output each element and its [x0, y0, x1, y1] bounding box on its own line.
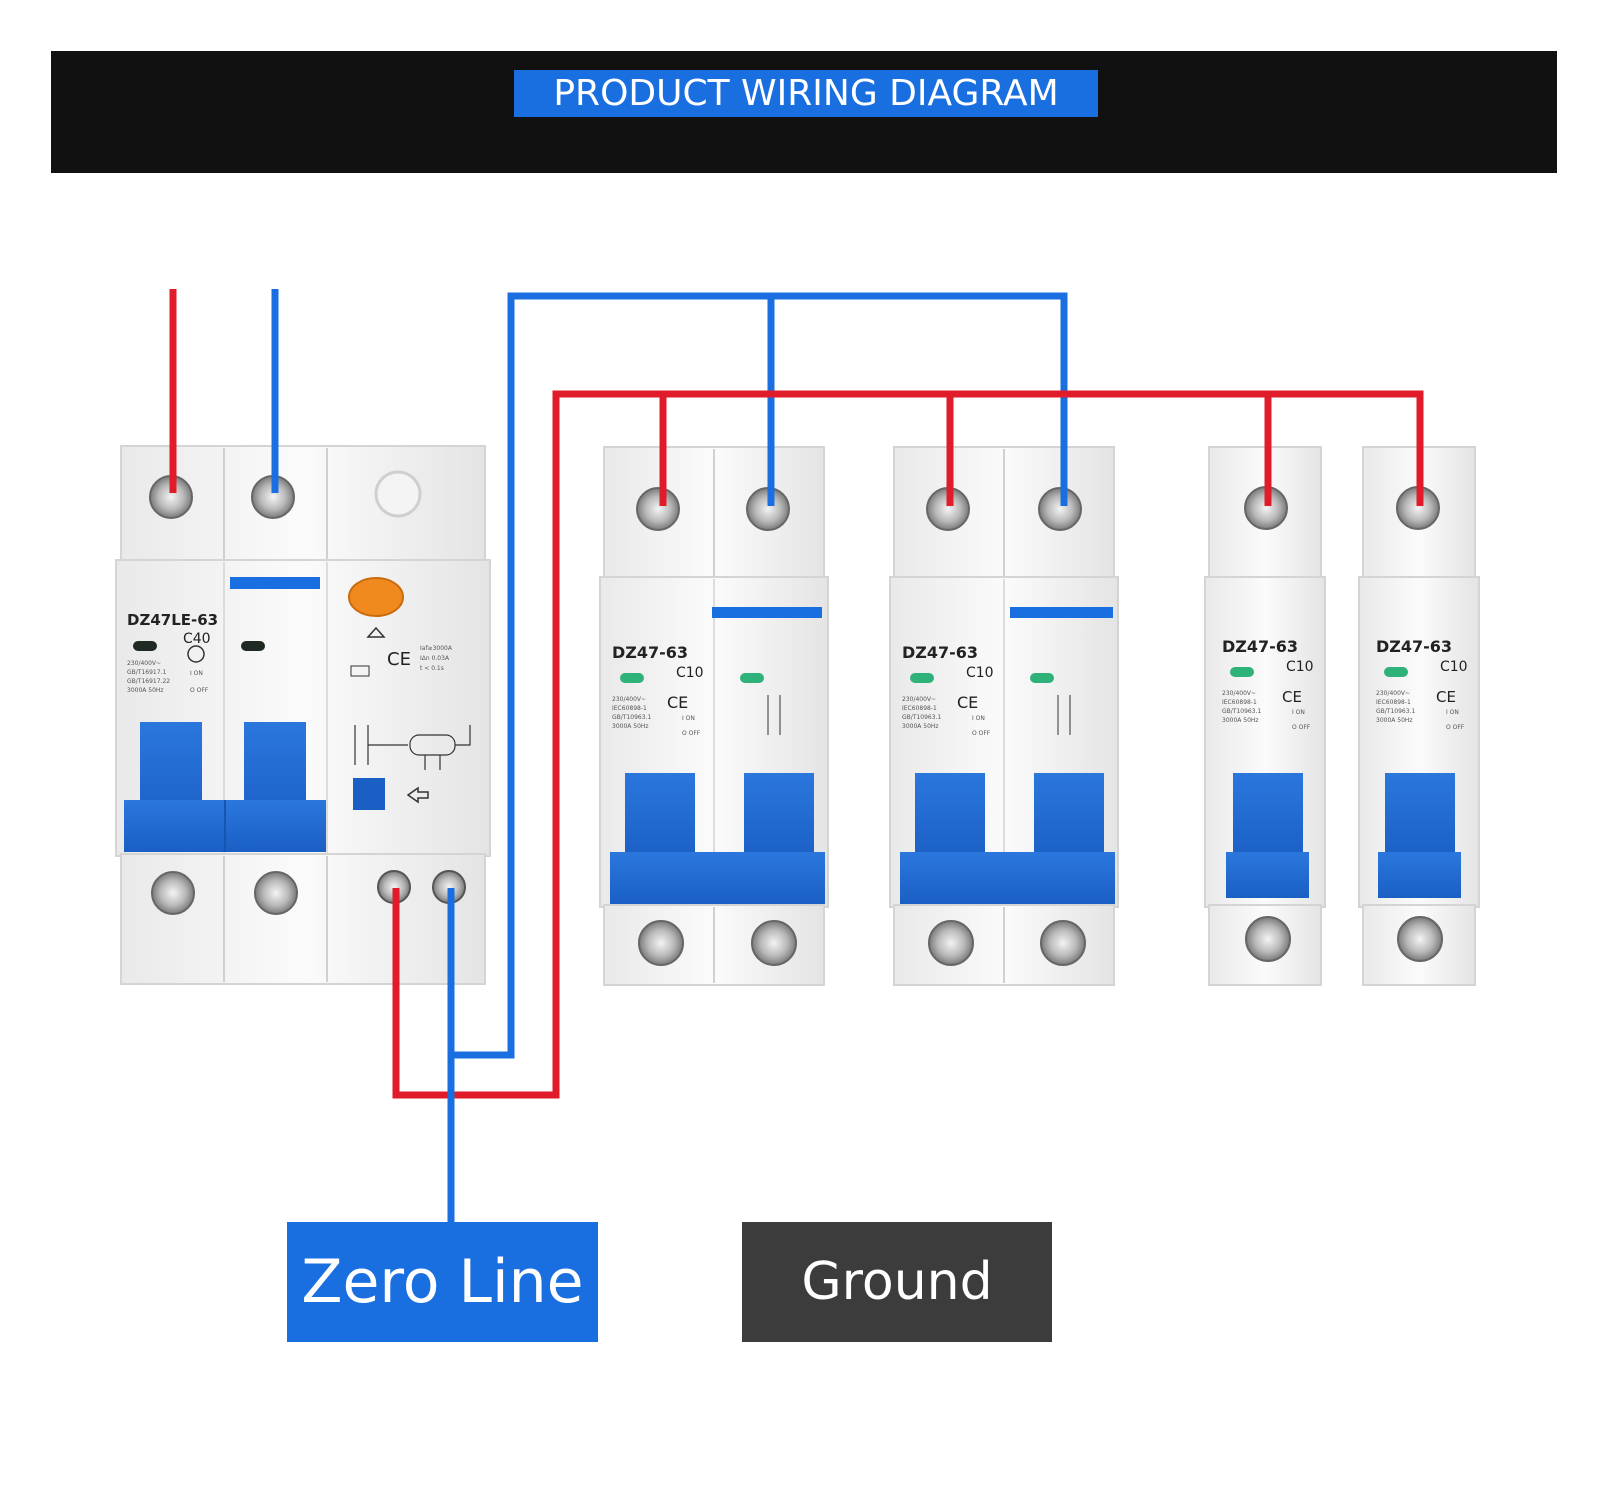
breaker-1-model: DZ47-63	[612, 643, 688, 662]
screw-icon	[1397, 916, 1443, 962]
rcbo-fault-spec-3: t < 0.1s	[420, 665, 444, 672]
svg-text:3000A 50Hz: 3000A 50Hz	[1376, 717, 1413, 724]
rcbo-breaker: DZ47LE-63 C40 230/400V~ GB/T16917.1 GB/T…	[115, 445, 491, 985]
breaker-2-model: DZ47-63	[902, 643, 978, 662]
rcbo-fault-spec-1: Iaf≥3000A	[420, 645, 453, 652]
indicator-icon	[620, 673, 644, 683]
svg-text:O OFF: O OFF	[972, 730, 991, 737]
test-window-icon	[374, 470, 422, 518]
wires	[169, 289, 1424, 1222]
breaker-2-lever[interactable]	[1034, 773, 1104, 861]
screw-icon	[638, 920, 684, 966]
breaker-1-lever[interactable]	[625, 773, 695, 861]
page-title: PRODUCT WIRING DIAGRAM	[514, 70, 1098, 117]
breaker-2-lever[interactable]	[915, 773, 985, 861]
svg-text:GB/T10963.1: GB/T10963.1	[612, 714, 651, 721]
breaker-3-rating: C10	[1286, 659, 1314, 675]
indicator-icon	[133, 641, 157, 651]
svg-text:GB/T10963.1: GB/T10963.1	[1376, 708, 1415, 715]
svg-text:GB/T10963.1: GB/T10963.1	[902, 714, 941, 721]
svg-text:I ON: I ON	[972, 715, 985, 722]
svg-text:IEC60898-1: IEC60898-1	[902, 705, 937, 712]
breaker-4-model: DZ47-63	[1376, 637, 1452, 656]
breaker-3-lever-bar[interactable]	[1226, 852, 1309, 898]
circuit-schematic-icon	[354, 725, 471, 770]
breaker-2-lever-bar[interactable]	[900, 852, 1115, 904]
breaker-1-lever[interactable]	[744, 773, 814, 861]
breaker-2-rating: C10	[966, 665, 994, 681]
reset-button[interactable]	[353, 778, 385, 810]
svg-text:IEC60898-1: IEC60898-1	[1376, 699, 1411, 706]
screw-icon	[636, 487, 680, 531]
svg-text:IEC60898-1: IEC60898-1	[1222, 699, 1257, 706]
rcbo-spec-4: 3000A 50Hz	[127, 687, 164, 694]
screw-icon	[151, 871, 195, 915]
neutral-bus-wire	[447, 292, 1068, 1059]
rcbo-blue-strip	[230, 577, 320, 589]
svg-text:I ON: I ON	[1446, 709, 1459, 716]
breaker-2: DZ47-63 C10 CE 230/400V~ IEC60898-1 GB/T…	[889, 446, 1119, 986]
indicator-icon	[740, 673, 764, 683]
rcbo-on-label: I ON	[190, 670, 203, 677]
breaker-1-rating: C10	[676, 665, 704, 681]
ce-mark-icon: CE	[957, 693, 978, 712]
indicator-icon	[1030, 673, 1054, 683]
screw-icon	[1038, 487, 1082, 531]
screw-icon	[1245, 916, 1291, 962]
breaker-4-rating: C10	[1440, 659, 1468, 675]
svg-text:IEC60898-1: IEC60898-1	[612, 705, 647, 712]
svg-text:3000A 50Hz: 3000A 50Hz	[902, 723, 939, 730]
ground-wire-label: Ground Wire	[742, 1222, 1052, 1432]
test-button[interactable]	[348, 577, 404, 617]
ce-mark-icon: CE	[1436, 688, 1456, 706]
svg-text:230/400V~: 230/400V~	[612, 696, 646, 703]
arrow-left-icon	[406, 786, 429, 804]
arrow-up-icon	[366, 626, 386, 638]
breaker-3: DZ47-63 C10 CE 230/400V~ IEC60898-1 GB/T…	[1204, 446, 1326, 986]
svg-text:230/400V~: 230/400V~	[1222, 690, 1256, 697]
breaker-1-lever-bar[interactable]	[610, 852, 825, 904]
zero-line-label: Zero Line	[287, 1222, 598, 1342]
screw-icon	[928, 920, 974, 966]
ce-mark-icon: CE	[667, 693, 688, 712]
svg-text:O OFF: O OFF	[682, 730, 701, 737]
breaker-4-lever-bar[interactable]	[1378, 852, 1461, 898]
live-bus-wire	[392, 390, 1424, 1099]
ccc-mark-icon	[187, 645, 205, 663]
svg-text:O OFF: O OFF	[1292, 724, 1311, 731]
rcbo-spec-2: GB/T16917.1	[127, 669, 166, 676]
indicator-icon	[910, 673, 934, 683]
indicator-icon	[241, 641, 265, 651]
breaker-3-lever[interactable]	[1233, 773, 1303, 861]
svg-text:I ON: I ON	[1292, 709, 1305, 716]
svg-text:3000A 50Hz: 3000A 50Hz	[1222, 717, 1259, 724]
ac-symbol-icon	[350, 665, 370, 677]
rcbo-fault-spec-2: IΔn 0.03A	[420, 655, 450, 662]
breaker-1: DZ47-63 C10 CE 230/400V~ IEC60898-1 GB/T…	[599, 446, 829, 986]
screw-icon	[254, 871, 298, 915]
rcbo-rating: C40	[183, 631, 211, 647]
indicator-icon	[1230, 667, 1254, 677]
screw-icon	[751, 920, 797, 966]
rcbo-model: DZ47LE-63	[127, 611, 218, 629]
svg-text:230/400V~: 230/400V~	[902, 696, 936, 703]
rcbo-spec-1: 230/400V~	[127, 660, 161, 667]
svg-text:3000A 50Hz: 3000A 50Hz	[612, 723, 649, 730]
breaker-4-lever[interactable]	[1385, 773, 1455, 861]
ce-mark-icon: CE	[387, 649, 411, 670]
svg-text:230/400V~: 230/400V~	[1376, 690, 1410, 697]
ce-mark-icon: CE	[1282, 688, 1302, 706]
schematic-icon	[767, 695, 781, 735]
schematic-icon	[1057, 695, 1071, 735]
svg-text:GB/T10963.1: GB/T10963.1	[1222, 708, 1261, 715]
indicator-icon	[1384, 667, 1408, 677]
rcbo-off-label: O OFF	[190, 687, 209, 694]
rcbo-spec-3: GB/T16917.22	[127, 678, 170, 685]
screw-icon	[1040, 920, 1086, 966]
svg-text:I ON: I ON	[682, 715, 695, 722]
breaker-4: DZ47-63 C10 CE 230/400V~ IEC60898-1 GB/T…	[1358, 446, 1480, 986]
breaker-3-model: DZ47-63	[1222, 637, 1298, 656]
svg-text:O OFF: O OFF	[1446, 724, 1465, 731]
